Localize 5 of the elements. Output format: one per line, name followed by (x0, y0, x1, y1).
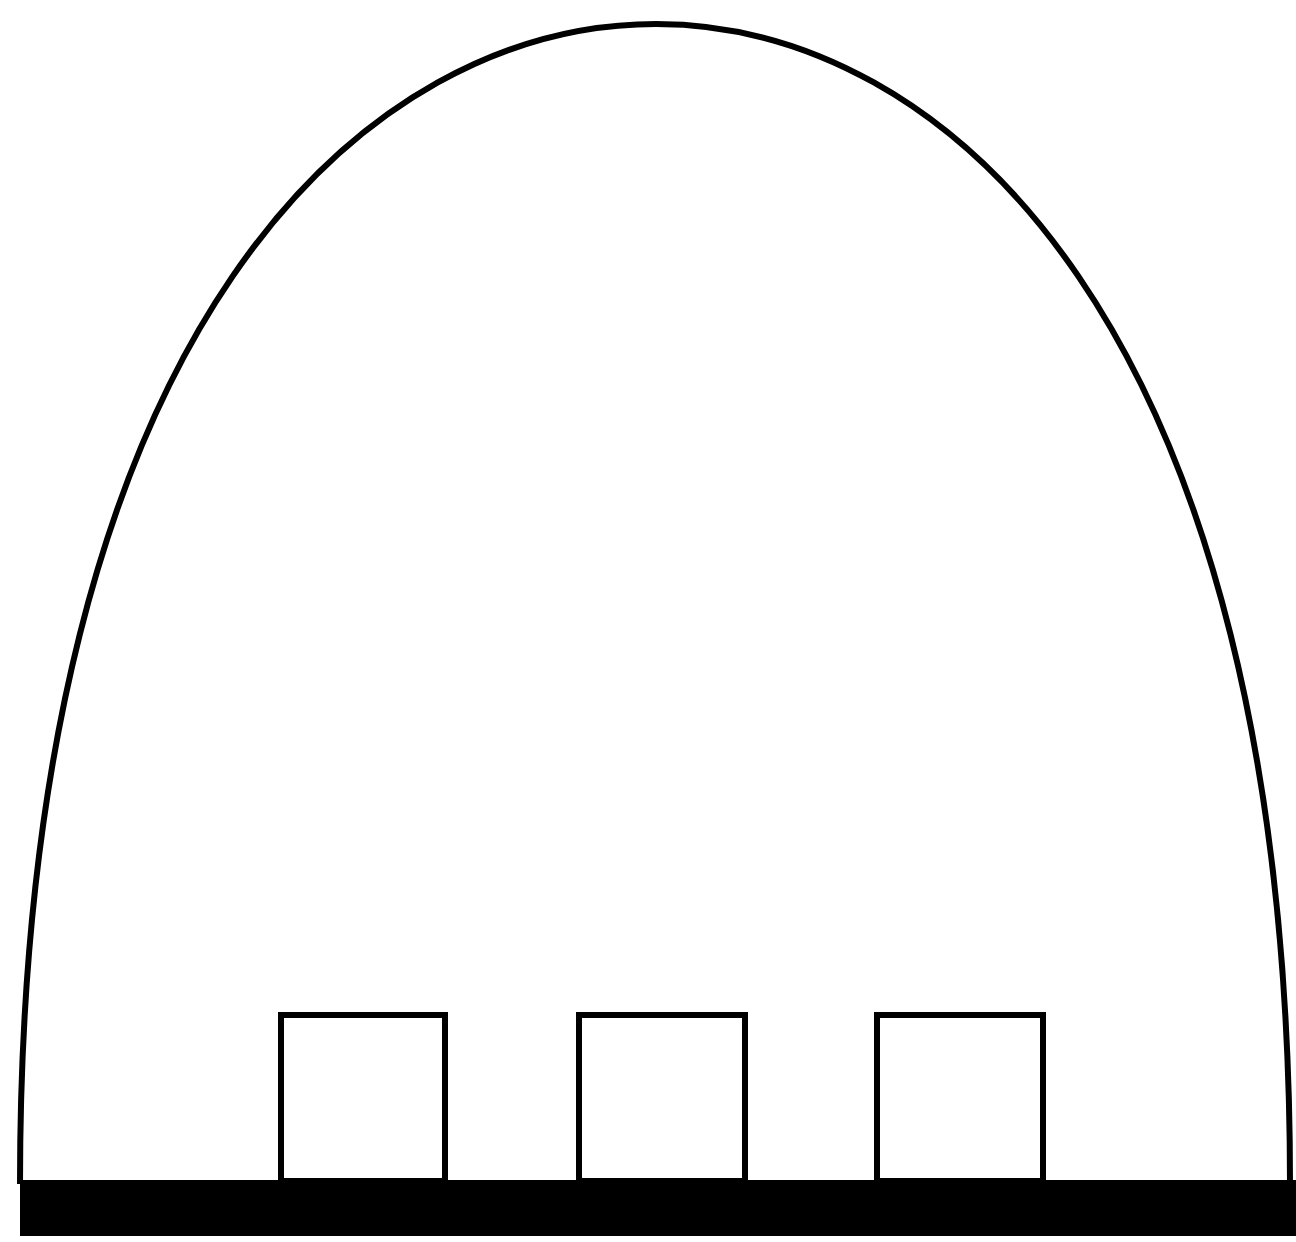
square-outline (874, 1012, 1046, 1184)
base-bar (20, 1180, 1296, 1236)
dome-outline (16, 20, 1296, 1184)
square-outline (278, 1012, 448, 1184)
square-outline (576, 1012, 748, 1184)
